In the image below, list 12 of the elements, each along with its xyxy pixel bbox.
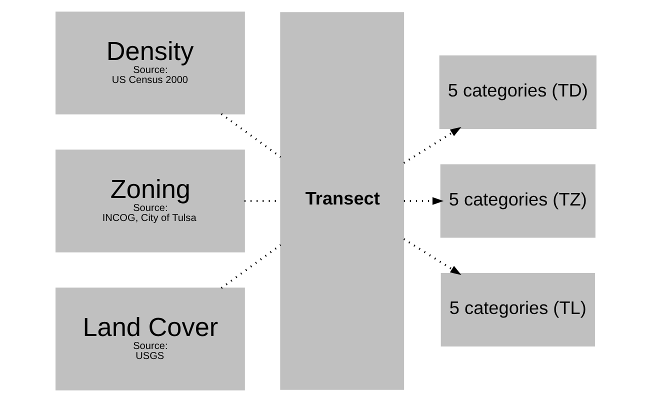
connector [220,244,281,289]
arrow [403,197,444,205]
node-box: 5 categories (TZ) [440,164,595,238]
node-box: Transect [280,12,404,390]
arrow [402,126,461,164]
node-box: 5 categories (TD) [438,55,596,129]
node-box: Density Source: US Census 2000 [55,12,244,114]
connector [220,113,281,158]
arrow [402,238,461,276]
node-box: Zoning Source: INCOG, City of Tulsa [55,150,244,252]
node-box: 5 categories (TL) [440,273,594,347]
node-box: Land Cover Source: USGS [55,288,244,390]
